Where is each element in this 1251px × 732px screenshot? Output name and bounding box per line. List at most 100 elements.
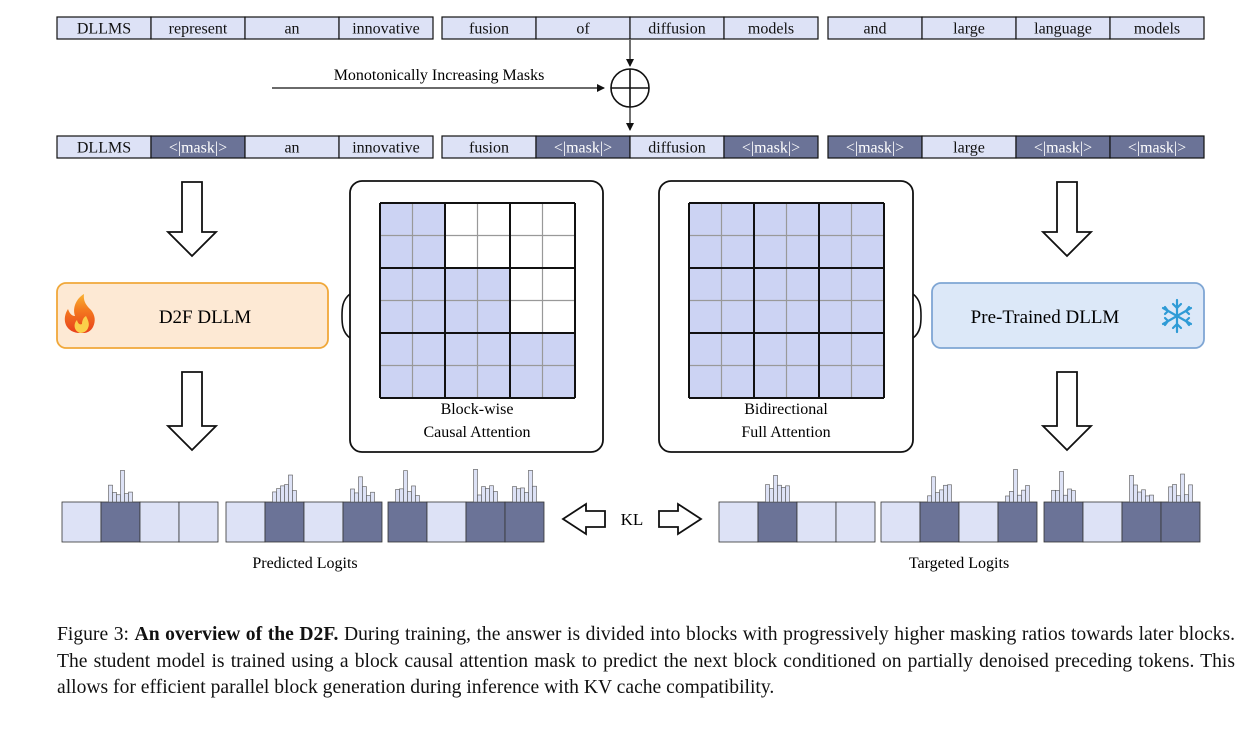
token-label: represent <box>169 21 228 38</box>
attention-cell-active <box>819 235 852 268</box>
token-cell <box>338 16 434 40</box>
logit-cell <box>303 501 344 543</box>
token-label: DLLMS <box>77 140 131 157</box>
logit-cell-masked <box>342 501 383 543</box>
logit-cell-masked <box>1121 501 1162 543</box>
token-label: large <box>953 21 985 38</box>
token-label: fusion <box>469 140 509 157</box>
attention-cell-active <box>380 235 413 268</box>
logit-histogram-bar <box>1172 484 1177 503</box>
attention-panel-block-causal: Block-wise Causal Attention <box>341 180 604 453</box>
predicted-logits-label: Predicted Logits <box>252 555 357 572</box>
logit-histogram-bar <box>366 495 371 503</box>
mask-token-label: <|mask|> <box>742 140 800 157</box>
token-label: of <box>576 21 590 38</box>
attention-cell-active <box>721 333 754 366</box>
attention-cell-active <box>689 333 722 366</box>
token-label: innovative <box>352 140 420 157</box>
logit-histogram-bar <box>1021 489 1026 503</box>
logit-cell-masked <box>465 501 506 543</box>
logit-cell <box>796 501 837 543</box>
logit-cell <box>178 501 219 543</box>
attention-cell-masked <box>510 203 543 236</box>
logit-histogram-bar <box>777 484 782 503</box>
attention-cell-active <box>819 203 852 236</box>
attention-cell-active <box>380 300 413 333</box>
logit-cell-masked <box>997 501 1038 543</box>
attention-cell-active <box>510 333 543 366</box>
logit-cell <box>139 501 180 543</box>
logit-histogram-bar <box>1133 484 1138 503</box>
attention-cell-active <box>721 203 754 236</box>
logit-histogram-bar <box>1017 494 1022 503</box>
attention-cell-active <box>754 268 787 301</box>
logit-histogram-bar <box>1055 490 1060 503</box>
attention-cell-active <box>412 268 445 301</box>
logit-histogram-bar <box>769 488 774 503</box>
logit-histogram-bar <box>292 490 297 503</box>
masked-token-cell <box>723 135 819 159</box>
logit-histogram-bar <box>516 488 521 503</box>
logit-cell <box>880 501 921 543</box>
attention-cell-active <box>380 365 413 398</box>
attention-cell-active <box>445 365 478 398</box>
logit-histogram-bar <box>362 486 367 503</box>
logit-histogram-bar <box>1059 471 1064 503</box>
logit-histogram-bar <box>395 489 400 503</box>
attention-cell-active <box>721 300 754 333</box>
attention-cell-active <box>851 268 884 301</box>
attention-cell-active <box>754 203 787 236</box>
attention-cell-active <box>786 300 819 333</box>
attention-cell-active <box>851 333 884 366</box>
logit-histogram-bar <box>493 491 498 503</box>
logit-histogram-bar <box>1137 491 1142 503</box>
attention-left-line2: Causal Attention <box>423 424 530 441</box>
logit-histogram-bar <box>276 488 281 503</box>
attention-cell-masked <box>510 268 543 301</box>
targeted-logits <box>718 469 1201 543</box>
logit-histogram-bar <box>524 492 529 503</box>
logit-histogram-bar <box>489 485 494 503</box>
token-label: diffusion <box>648 140 705 157</box>
logit-cell <box>718 501 759 543</box>
token-label: innovative <box>352 21 420 38</box>
attention-cell-active <box>510 365 543 398</box>
down-arrow-icon <box>165 181 219 258</box>
attention-cell-active <box>786 203 819 236</box>
logit-histogram-bar <box>128 491 133 503</box>
logit-histogram-bar <box>112 492 117 503</box>
token-label: models <box>1134 21 1180 38</box>
mask-process-label: Monotonically Increasing Masks <box>334 67 545 84</box>
predicted-logits <box>61 469 545 543</box>
logit-histogram-bar <box>116 494 121 503</box>
attention-cell-active <box>380 203 413 236</box>
attention-cell-active <box>754 300 787 333</box>
caption-label: Figure 3: <box>57 624 129 645</box>
logit-histogram-bar <box>773 475 778 503</box>
attention-cell-masked <box>510 300 543 333</box>
attention-cell-active <box>412 333 445 366</box>
token-label: diffusion <box>648 21 705 38</box>
logit-histogram-bar <box>288 474 293 503</box>
snowflake-icon <box>1161 298 1193 334</box>
attention-cell-masked <box>542 235 575 268</box>
logit-histogram-bar <box>415 495 420 503</box>
token-cell <box>1109 16 1205 40</box>
attention-cell-masked <box>477 235 510 268</box>
attention-cell-active <box>689 365 722 398</box>
full-attention-grid <box>688 202 885 399</box>
brace-left-icon <box>341 293 351 339</box>
logit-cell-masked <box>919 501 960 543</box>
logit-histogram-bar <box>532 485 537 503</box>
attention-cell-active <box>380 333 413 366</box>
attention-cell-active <box>754 365 787 398</box>
logit-cell-masked <box>264 501 305 543</box>
attention-right-line1: Bidirectional <box>744 401 828 418</box>
attention-cell-active <box>786 268 819 301</box>
logit-histogram-bar <box>1025 485 1030 503</box>
logit-histogram-bar <box>370 491 375 503</box>
mask-token-label: <|mask|> <box>169 140 227 157</box>
logit-histogram-bar <box>399 488 404 503</box>
logit-histogram-bar <box>1176 495 1181 503</box>
